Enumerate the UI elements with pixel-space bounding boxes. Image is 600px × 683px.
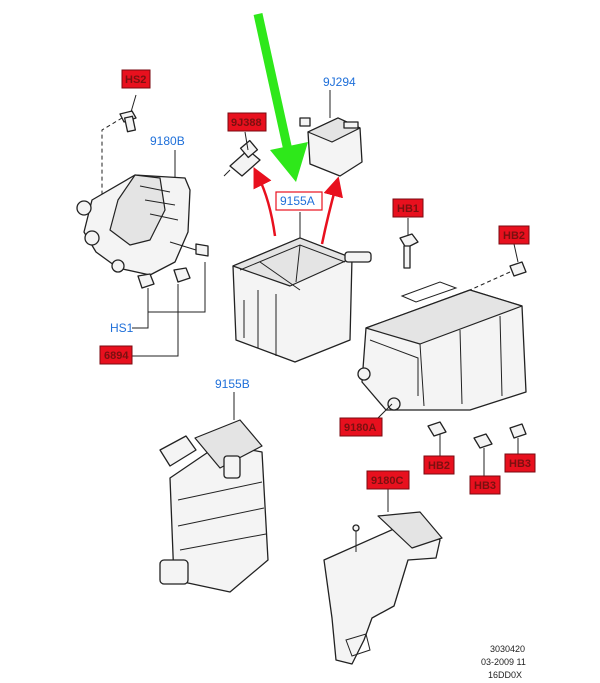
tag-9180a: 9180A [339, 417, 383, 437]
bolt-bracket-right [169, 241, 209, 257]
tag-9180c: 9180C [366, 470, 410, 490]
svg-text:HS2: HS2 [125, 74, 146, 86]
tag-hb3-left: HB3 [469, 475, 501, 495]
bracket-9180c [323, 511, 443, 665]
label-9155b: 9155B [215, 377, 250, 391]
svg-text:9180C: 9180C [371, 475, 403, 487]
bolt-hb2-right [469, 261, 527, 291]
tag-hb3-right: HB3 [504, 453, 536, 473]
svg-text:HB2: HB2 [503, 230, 525, 242]
tag-hs2-top: HS2 [121, 69, 151, 89]
sensor-9j388 [223, 139, 261, 177]
bolt-hb1 [399, 233, 419, 269]
bolt-bracket-bottom-2 [173, 267, 191, 283]
tag-9j388: 9J388 [227, 112, 267, 132]
footer-line-1: 3030420 [490, 644, 525, 654]
bracket-9180b [76, 174, 191, 276]
tag-hb1: HB1 [392, 198, 424, 218]
bolt-hb2-bottom [427, 421, 447, 456]
svg-text:9J388: 9J388 [231, 117, 262, 129]
footer-line-2: 03-2009 11 [481, 657, 526, 667]
svg-text:9180A: 9180A [344, 422, 376, 434]
svg-text:HB2: HB2 [428, 460, 450, 472]
bracket-9180a [357, 281, 527, 411]
fuel-filter-9155a [232, 237, 372, 363]
svg-text:HB3: HB3 [474, 480, 496, 492]
bolt-hb3-right [509, 423, 527, 454]
label-9155a: 9155A [280, 194, 315, 208]
bolt-hs2-top [119, 110, 137, 133]
fuel-filter-9155b [159, 419, 269, 593]
highlight-box-9155a [275, 191, 323, 211]
label-9180b: 9180B [150, 134, 185, 148]
tag-hb2-bottom: HB2 [423, 455, 455, 475]
label-hs1: HS1 [110, 321, 134, 335]
tag-hb2-right: HB2 [498, 225, 530, 245]
svg-text:HB1: HB1 [397, 203, 419, 215]
heater-9j294 [299, 117, 363, 177]
footer-line-3: 16DD0X [488, 670, 522, 680]
tag-6894: 6894 [99, 345, 133, 365]
green-pointer-arrow [253, 13, 308, 182]
bolt-bracket-bottom-1 [137, 273, 155, 289]
svg-text:6894: 6894 [104, 350, 129, 362]
bolt-hb3-left [473, 433, 493, 476]
label-9j294: 9J294 [323, 75, 356, 89]
svg-text:HB3: HB3 [509, 458, 531, 470]
